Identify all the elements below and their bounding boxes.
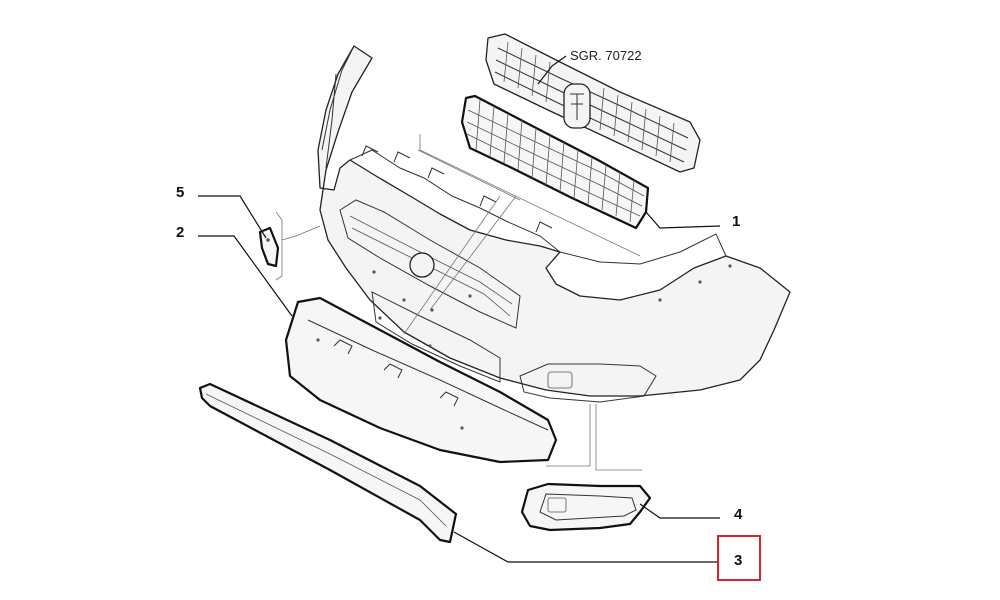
leader-ref	[537, 55, 567, 85]
leader-lines	[198, 55, 721, 563]
callout-4[interactable]: 4	[734, 506, 743, 523]
reference-label: SGR. 70722	[570, 48, 642, 63]
leader-2	[198, 235, 293, 317]
part-1-grille-mesh	[460, 94, 650, 230]
callout-5[interactable]: 5	[176, 184, 184, 201]
part-5-bracket	[258, 211, 321, 281]
part-3-lower-strip	[198, 382, 458, 544]
callout-3[interactable]: 3	[734, 552, 742, 569]
part-4-fog-bezel	[520, 482, 652, 532]
callout-3-highlight-box	[717, 535, 761, 581]
leader-3	[453, 531, 718, 563]
leader-1	[645, 211, 721, 229]
callout-1[interactable]: 1	[732, 213, 740, 230]
bumper-body	[317, 45, 791, 403]
leader-5	[198, 195, 267, 239]
upper-grille	[485, 33, 701, 173]
projection-lines	[403, 134, 642, 471]
leader-4	[639, 503, 720, 519]
callout-2[interactable]: 2	[176, 224, 184, 241]
emblem-mount	[409, 252, 435, 278]
part-2-lower-spoiler	[284, 296, 558, 464]
